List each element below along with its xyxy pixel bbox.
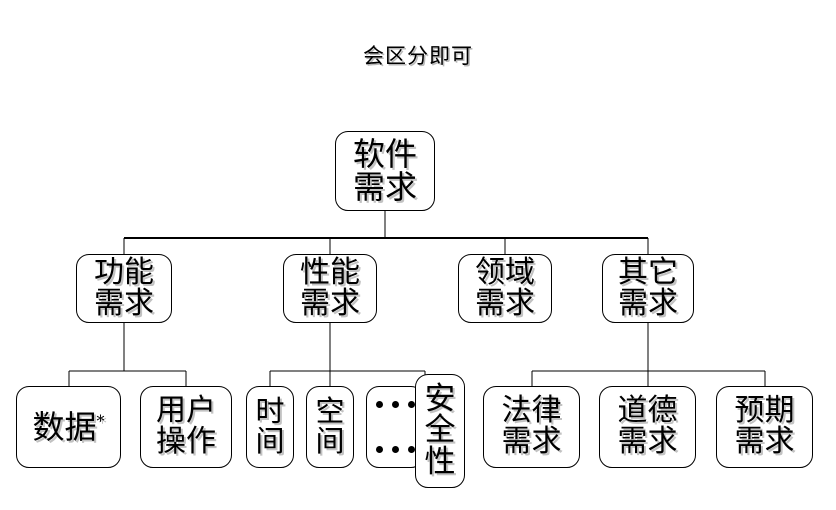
dot-icon — [375, 401, 383, 408]
ellipsis-dot-row — [375, 446, 415, 453]
node-domain-requirement[interactable]: 领域 需求 — [458, 254, 552, 323]
node-label-line: 间 — [315, 424, 345, 458]
node-label-line: 用户 — [156, 393, 216, 429]
node-label-line: 需求 — [617, 424, 678, 459]
node-expected-requirement[interactable]: 预期 需求 — [716, 386, 813, 468]
node-label-line: 需求 — [734, 424, 795, 459]
node-label-line: 需求 — [300, 285, 360, 321]
dot-icon — [391, 401, 399, 408]
node-label-line: 数据* — [32, 407, 105, 446]
dot-icon — [407, 401, 415, 408]
node-software-requirement[interactable]: 软件 需求 — [335, 131, 435, 211]
node-label-line: 时 — [255, 394, 285, 429]
node-label-asterisk: * — [96, 411, 105, 431]
node-label-line: 性 — [424, 443, 456, 480]
node-label-line: 其它 — [618, 254, 678, 290]
node-label-line: 道德 — [617, 393, 678, 429]
node-label-line: 需求 — [94, 285, 154, 321]
node-label-line: 需求 — [475, 285, 535, 321]
diagram-title: 会区分即可 — [363, 44, 473, 68]
node-other-requirement[interactable]: 其它 需求 — [602, 254, 694, 323]
node-data[interactable]: 数据* — [16, 386, 121, 468]
node-user-operation[interactable]: 用户 操作 — [140, 386, 232, 468]
node-legal-requirement[interactable]: 法律 需求 — [483, 386, 580, 468]
node-ellipsis[interactable] — [366, 386, 424, 468]
node-label-line: 安 — [424, 380, 456, 417]
node-space[interactable]: 空 间 — [306, 386, 354, 468]
ellipsis-dot-row — [375, 401, 415, 408]
node-label-line: 操作 — [156, 424, 216, 459]
node-time[interactable]: 时 间 — [246, 386, 294, 468]
node-label-line: 性能 — [300, 254, 360, 290]
node-label-line: 法律 — [501, 393, 562, 429]
node-label-line: 空 — [315, 394, 345, 429]
node-label-line: 全 — [424, 412, 456, 449]
node-security[interactable]: 安 全 性 — [415, 374, 465, 488]
node-label-line: 需求 — [352, 168, 417, 206]
node-label-line: 需求 — [618, 285, 678, 321]
node-label-line: 预期 — [734, 393, 795, 429]
dot-icon — [391, 446, 399, 453]
node-label-line: 功能 — [94, 254, 154, 290]
node-label-line: 软件 — [352, 135, 417, 174]
node-label-line: 领域 — [475, 254, 535, 290]
node-label-line: 需求 — [501, 424, 562, 459]
node-label-line: 间 — [255, 424, 285, 458]
dot-icon — [375, 446, 383, 453]
node-moral-requirement[interactable]: 道德 需求 — [599, 386, 696, 468]
dot-icon — [407, 446, 415, 453]
node-performance-requirement[interactable]: 性能 需求 — [283, 254, 377, 323]
node-functional-requirement[interactable]: 功能 需求 — [76, 254, 172, 323]
